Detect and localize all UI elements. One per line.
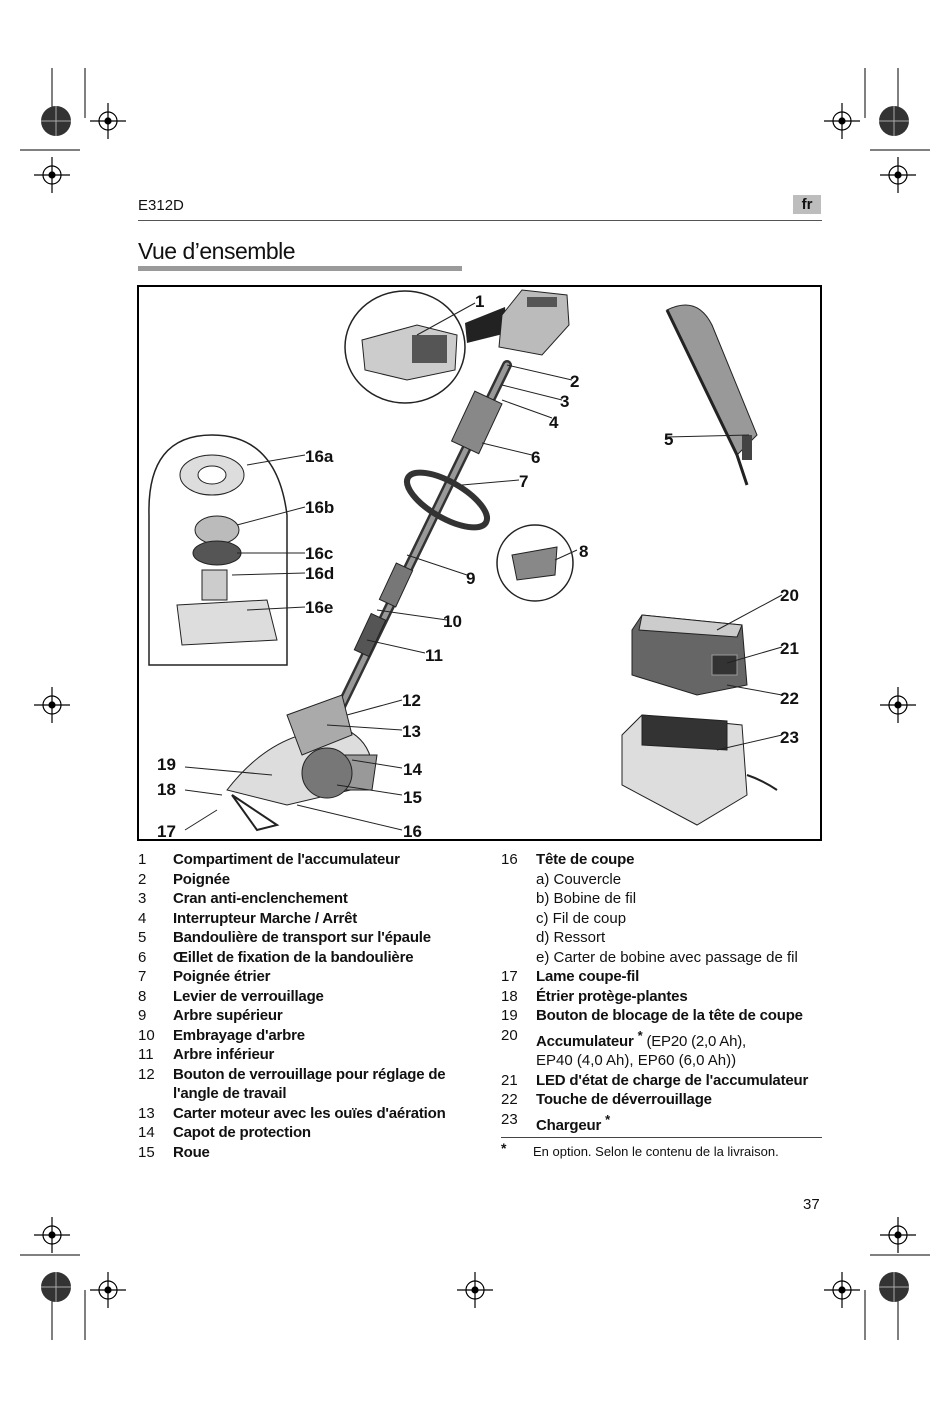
crosshair-icon (880, 687, 916, 723)
callout-16: 16 (403, 822, 422, 841)
crosshair-icon (824, 1272, 860, 1308)
list-subitem: a) Couvercle (536, 870, 622, 888)
battery-compartment-inset (344, 290, 507, 404)
footnote-marker: * (501, 1140, 507, 1156)
callout-17: 17 (157, 822, 176, 841)
callout-13: 13 (402, 722, 421, 741)
battery-image (631, 614, 748, 696)
trimmer-shaft-image (327, 360, 512, 730)
callout-22: 22 (780, 689, 799, 708)
footnote-text: En option. Selon le contenu de la livrai… (533, 1144, 779, 1159)
callout-23: 23 (780, 728, 799, 747)
crosshair-icon (457, 1272, 493, 1308)
crosshair-icon (90, 103, 126, 139)
callout-20: 20 (780, 586, 799, 605)
callout-16b: 16b (305, 498, 334, 517)
callout-2: 2 (570, 372, 579, 391)
header-divider (138, 220, 822, 221)
spool-exploded-inset (148, 434, 288, 666)
crosshair-icon (880, 1217, 916, 1253)
callout-18: 18 (157, 780, 176, 799)
page-number: 37 (803, 1196, 820, 1213)
crosshair-icon (34, 687, 70, 723)
list-subitem: b) Bobine de fil (536, 890, 637, 907)
callout-11: 11 (425, 646, 443, 665)
callout-15: 15 (403, 788, 422, 807)
list-subitem: e) Carter de bobine avec passage de fil (536, 948, 798, 966)
callout-7: 7 (519, 472, 528, 491)
callout-5: 5 (664, 430, 673, 449)
page-title: Vue d’ensemble (138, 238, 296, 264)
cutting-head-image (226, 694, 378, 832)
callout-3: 3 (560, 392, 569, 411)
callout-16d: 16d (305, 564, 334, 583)
battery-pack-image (498, 289, 570, 356)
callout-21: 21 (780, 639, 799, 658)
charger-image (621, 714, 778, 826)
callout-6: 6 (531, 448, 540, 467)
callout-14: 14 (403, 760, 422, 779)
callout-4: 4 (549, 413, 559, 432)
callout-12: 12 (402, 691, 421, 710)
list-subitem: EP40 (4,0 Ah), EP60 (6,0 Ah)) (536, 1052, 737, 1069)
language-badge: fr (793, 195, 821, 214)
callout-9: 9 (466, 569, 475, 588)
callout-16e: 16e (305, 598, 333, 617)
list-subitem: d) Ressort (536, 929, 606, 946)
callout-10: 10 (443, 612, 462, 631)
crosshair-icon (90, 1272, 126, 1308)
crosshair-icon (824, 103, 860, 139)
crosshair-icon (34, 157, 70, 193)
callout-19: 19 (157, 755, 176, 774)
list-subitem: c) Fil de coup (536, 909, 627, 927)
title-underline (138, 266, 462, 271)
crosshair-icon (34, 1217, 70, 1253)
crosshair-icon (880, 157, 916, 193)
model-name: E312D (138, 197, 184, 214)
callout-1: 1 (475, 292, 484, 311)
shoulder-strap-image (665, 304, 758, 486)
footnote-divider (501, 1137, 822, 1138)
trimmer-overview-illustration: 1 2 3 4 5 6 7 8 9 10 11 12 13 14 15 16 1… (137, 285, 822, 841)
callout-16c: 16c (305, 544, 333, 563)
callout-8: 8 (579, 542, 588, 561)
callout-16a: 16a (305, 447, 334, 466)
